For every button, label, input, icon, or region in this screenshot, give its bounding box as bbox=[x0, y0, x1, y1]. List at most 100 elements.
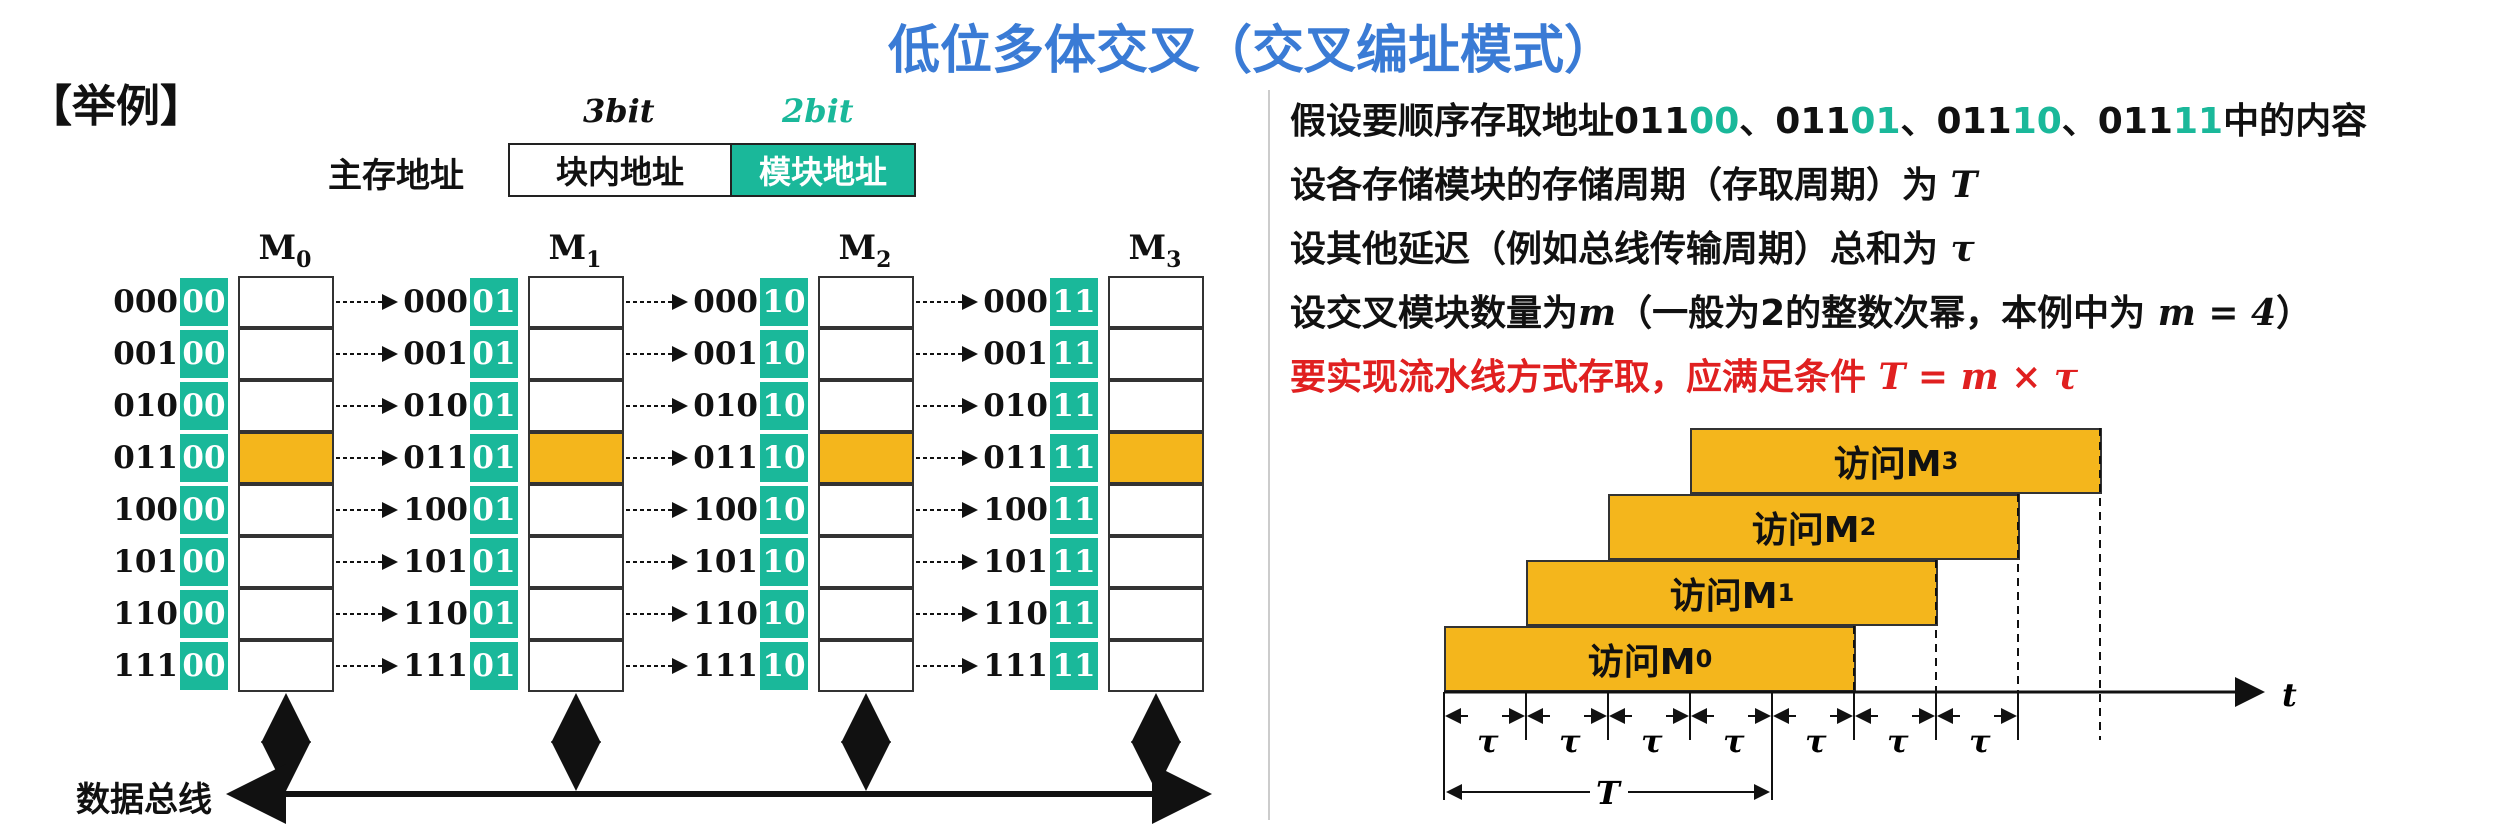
tau-label: τ bbox=[1805, 722, 1827, 760]
memory-cell bbox=[1108, 536, 1204, 588]
address-prefix: 000 bbox=[983, 284, 1048, 320]
memory-cell bbox=[238, 536, 334, 588]
memory-cell bbox=[528, 588, 624, 640]
module-address-bits: 10 bbox=[760, 486, 808, 534]
module-address-bits: 11 bbox=[1050, 486, 1098, 534]
memory-cell bbox=[528, 536, 624, 588]
memory-cell-highlighted bbox=[1108, 432, 1204, 484]
module-label-m1: M1 bbox=[548, 228, 602, 273]
module-address-bits: 01 bbox=[470, 590, 518, 638]
memory-cell bbox=[238, 380, 334, 432]
memory-cell bbox=[1108, 276, 1204, 328]
address-prefix: 010 bbox=[113, 388, 178, 424]
bits-high-label: 3bit bbox=[583, 92, 655, 130]
module-address-bits: 00 bbox=[180, 486, 228, 534]
memory-cell bbox=[818, 484, 914, 536]
module-address-bits: 00 bbox=[180, 434, 228, 482]
address-prefix: 100 bbox=[983, 492, 1048, 528]
address-prefix: 111 bbox=[983, 648, 1048, 684]
bits-low-label: 2bit bbox=[782, 92, 854, 130]
tau-label: τ bbox=[1559, 722, 1581, 760]
address-prefix: 011 bbox=[113, 440, 178, 476]
address-prefix: 001 bbox=[693, 336, 758, 372]
text-line-module-count: 设交叉模块数量为m（一般为2的整数次幂，本例中为 m = 4） bbox=[1290, 292, 2313, 334]
module-address-bits: 11 bbox=[1050, 330, 1098, 378]
address-prefix: 101 bbox=[403, 544, 468, 580]
memory-cell bbox=[528, 484, 624, 536]
intra-block-address-field: 块内地址 bbox=[508, 143, 732, 197]
memory-cell bbox=[238, 640, 334, 692]
module-address-bits: 11 bbox=[1050, 434, 1098, 482]
address-prefix: 100 bbox=[693, 492, 758, 528]
module-label-m3: M3 bbox=[1128, 228, 1182, 273]
memory-cell bbox=[818, 276, 914, 328]
module-address-bits: 11 bbox=[1050, 642, 1098, 690]
time-axis-label: t bbox=[2282, 676, 2297, 714]
address-prefix: 001 bbox=[983, 336, 1048, 372]
memory-cell bbox=[1108, 380, 1204, 432]
page-title: 低位多体交叉（交叉编址模式） bbox=[887, 21, 1616, 81]
module-address-field: 模块地址 bbox=[730, 143, 916, 197]
divider bbox=[1268, 90, 1270, 820]
example-label: 【举例】 bbox=[28, 81, 204, 132]
address-prefix: 101 bbox=[113, 544, 178, 580]
address-prefix: 011 bbox=[403, 440, 468, 476]
memory-cell bbox=[238, 276, 334, 328]
tau-label: τ bbox=[1641, 722, 1663, 760]
address-prefix: 111 bbox=[693, 648, 758, 684]
address-prefix: 101 bbox=[983, 544, 1048, 580]
main-memory-address-label: 主存地址 bbox=[328, 156, 464, 196]
module-address-bits: 01 bbox=[470, 382, 518, 430]
memory-cell bbox=[818, 380, 914, 432]
address-prefix: 001 bbox=[113, 336, 178, 372]
module-address-bits: 10 bbox=[760, 538, 808, 586]
address-prefix: 110 bbox=[693, 596, 758, 632]
module-address-bits: 01 bbox=[470, 434, 518, 482]
module-address-bits: 00 bbox=[180, 590, 228, 638]
module-label-m0: M0 bbox=[258, 228, 312, 273]
address-prefix: 010 bbox=[983, 388, 1048, 424]
address-prefix: 010 bbox=[693, 388, 758, 424]
module-address-bits: 01 bbox=[470, 538, 518, 586]
memory-cell bbox=[528, 276, 624, 328]
memory-cell-highlighted bbox=[528, 432, 624, 484]
text-line-delay: 设其他延迟（例如总线传输周期）总和为 τ bbox=[1290, 228, 1975, 270]
module-address-bits: 11 bbox=[1050, 278, 1098, 326]
address-prefix: 011 bbox=[693, 440, 758, 476]
memory-cell bbox=[238, 588, 334, 640]
address-prefix: 001 bbox=[403, 336, 468, 372]
module-address-bits: 01 bbox=[470, 330, 518, 378]
module-address-bits: 10 bbox=[760, 278, 808, 326]
memory-cell-highlighted bbox=[818, 432, 914, 484]
address-prefix: 010 bbox=[403, 388, 468, 424]
module-address-bits: 01 bbox=[470, 486, 518, 534]
tau-label: τ bbox=[1723, 722, 1745, 760]
address-prefix: 111 bbox=[113, 648, 178, 684]
module-address-bits: 00 bbox=[180, 538, 228, 586]
module-address-bits: 00 bbox=[180, 642, 228, 690]
data-bus-label: 数据总线 bbox=[76, 780, 212, 820]
address-prefix: 011 bbox=[983, 440, 1048, 476]
memory-cell bbox=[818, 588, 914, 640]
address-prefix: 100 bbox=[403, 492, 468, 528]
memory-cell bbox=[238, 328, 334, 380]
memory-cell bbox=[1108, 640, 1204, 692]
module-address-bits: 10 bbox=[760, 382, 808, 430]
memory-cell-highlighted bbox=[238, 432, 334, 484]
tau-label: τ bbox=[1969, 722, 1991, 760]
module-address-bits: 01 bbox=[470, 642, 518, 690]
memory-cell bbox=[1108, 328, 1204, 380]
module-address-bits: 00 bbox=[180, 330, 228, 378]
text-line-pipeline-condition: 要实现流水线方式存取，应满足条件 T = m × τ bbox=[1290, 356, 2079, 398]
memory-cell bbox=[528, 328, 624, 380]
address-prefix: 110 bbox=[983, 596, 1048, 632]
memory-cell bbox=[1108, 588, 1204, 640]
address-prefix: 101 bbox=[693, 544, 758, 580]
text-line-storage-cycle: 设各存储模块的存储周期（存取周期）为 T bbox=[1290, 164, 1978, 206]
module-address-bits: 00 bbox=[180, 382, 228, 430]
address-prefix: 000 bbox=[403, 284, 468, 320]
address-prefix: 111 bbox=[403, 648, 468, 684]
address-prefix: 110 bbox=[113, 596, 178, 632]
